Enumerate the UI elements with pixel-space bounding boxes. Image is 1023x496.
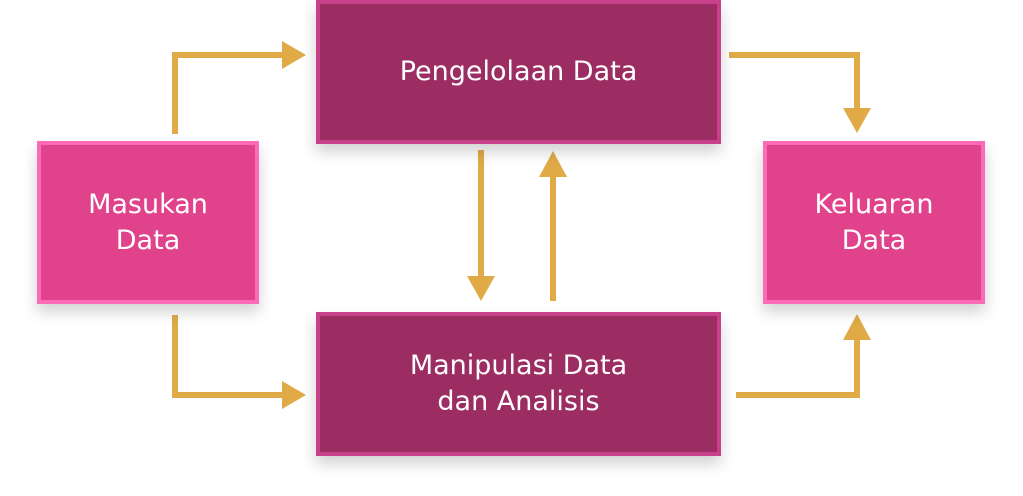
arrow-processing-to-manipulation (467, 150, 495, 301)
arrow-manipulation-to-output (736, 314, 871, 398)
arrow-manipulation-to-processing (539, 151, 567, 301)
node-data-manipulation-analysis: Manipulasi Data dan Analisis (316, 312, 721, 456)
node-input-data: Masukan Data (37, 141, 259, 304)
arrow-processing-to-output (729, 52, 871, 133)
arrow-input-to-processing (172, 41, 306, 134)
node-data-processing: Pengelolaan Data (316, 0, 721, 144)
arrow-input-to-manipulation (172, 315, 306, 409)
node-output-data: Keluaran Data (763, 141, 985, 304)
